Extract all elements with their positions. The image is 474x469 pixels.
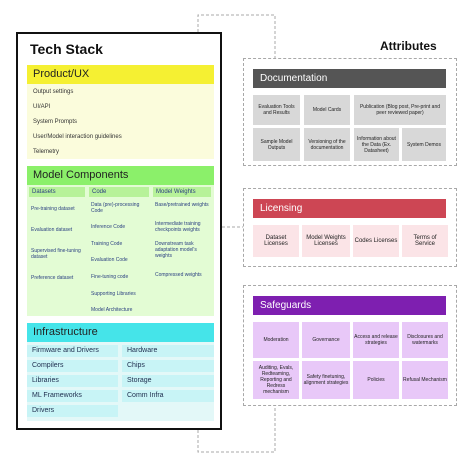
weights-item: Intermediate training checkpoints weight… [155,221,201,233]
datasets-column-header: Datasets [29,187,85,197]
licensing-group: Licensing Dataset Licenses Model Weights… [243,188,457,267]
code-item: Fine-tuning code [91,274,129,280]
safeguards-group: Safeguards Moderation Governance Access … [243,285,457,406]
safeguards-item: Moderation [253,322,299,358]
product-ux-item: System Prompts [33,119,78,125]
product-ux-item: User/Model interaction guidelines [33,134,122,140]
product-ux-item: Telemetry [33,149,60,155]
documentation-item: Model Cards [304,95,350,125]
licensing-item: Codes Licenses [353,225,399,257]
licensing-item: Dataset Licenses [253,225,299,257]
model-weights-column: Model Weights Base/pretrained weights In… [153,187,211,316]
dataset-item: Preference dataset [31,275,74,281]
safeguards-item: Refusal Mechanism [402,361,448,399]
code-item: Evaluation Code [91,257,128,263]
code-item: Model Architecture [91,307,133,313]
infra-item: Libraries [27,375,118,387]
safeguards-item: Governance [302,322,350,358]
dataset-item: Pre-training dataset [31,206,75,212]
product-ux-item: UI/API [33,104,51,110]
licensing-header: Licensing [253,199,446,218]
infra-item: Drivers [27,405,118,417]
model-components-header: Model Components [27,166,214,185]
dataset-item: Evaluation dataset [31,227,73,233]
code-item: Data (pre)-processing Code [91,202,140,214]
safeguards-item: Access and release strategies [353,322,399,358]
model-components-section: Model Components Datasets Pre-training d… [27,166,214,316]
infra-item: Comm Infra [122,390,214,402]
tech-stack-title: Tech Stack [30,41,103,57]
infra-item: Storage [122,375,214,387]
documentation-group: Documentation Evaluation Tools and Resul… [243,58,457,166]
infrastructure-header: Infrastructure [27,323,214,342]
documentation-item: System Demos [402,128,446,161]
documentation-item: Publication (Blog post, Pre-print and pe… [354,95,446,125]
licensing-item: Terms of Service [402,225,448,257]
code-item: Supporting Libraries [91,291,136,297]
documentation-item: Evaluation Tools and Results [253,95,300,125]
product-ux-section: Product/UX Output settings UI/API System… [27,65,214,159]
dataset-item: Supervised fine-tuning dataset [31,248,81,260]
datasets-column: Datasets Pre-training dataset Evaluation… [29,187,85,316]
weights-item: Compressed weights [155,272,202,278]
infra-item: Firmware and Drivers [27,345,118,357]
product-ux-header: Product/UX [27,65,214,84]
documentation-item: Versioning of the documentation [304,128,350,161]
model-weights-column-header: Model Weights [153,187,211,197]
safeguards-header: Safeguards [253,296,446,315]
code-item: Inference Code [91,224,126,230]
documentation-item: Sample Model Outputs [253,128,300,161]
code-column: Code Data (pre)-processing Code Inferenc… [89,187,149,316]
infra-item: Hardware [122,345,214,357]
weights-item: Base/pretrained weights [155,202,209,208]
infra-item: ML Frameworks [27,390,118,402]
tech-stack-panel: Tech Stack Product/UX Output settings UI… [16,32,222,430]
safeguards-item: Disclosures and watermarks [402,322,448,358]
infra-item: Chips [122,360,214,372]
licensing-item: Model Weights Licenses [302,225,350,257]
product-ux-item: Output settings [33,89,74,95]
weights-item: Downstream task adaptation model's weigh… [155,241,197,259]
connector-top [197,14,276,58]
attributes-title: Attributes [380,39,437,53]
safeguards-item: Policies [353,361,399,399]
documentation-header: Documentation [253,69,446,88]
code-column-header: Code [89,187,149,197]
connector-bottom [197,406,276,453]
safeguards-item: Safety finetuning, alignment strategies [302,361,350,399]
infra-item: Compilers [27,360,118,372]
documentation-item: Information about the Data (Ex. Datashee… [354,128,399,161]
safeguards-item: Auditing, Evals, Redteaming, Reporting a… [253,361,299,399]
code-item: Training Code [91,241,123,247]
infrastructure-section: Infrastructure Firmware and Drivers Comp… [27,323,214,421]
